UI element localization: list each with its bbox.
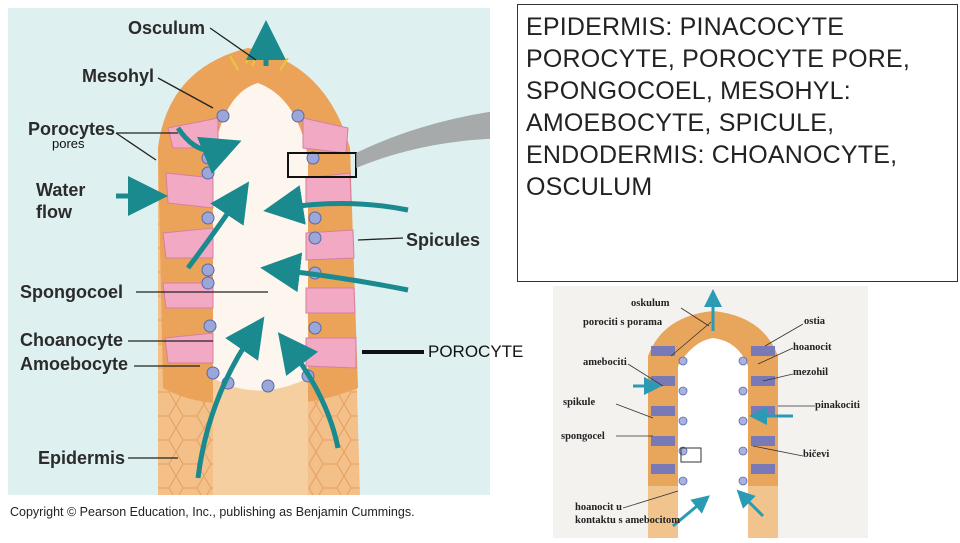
sponge-cross-section-illustration <box>115 20 518 495</box>
porocytes-label: Porocytes <box>28 119 116 139</box>
copyright-notice: Copyright © Pearson Education, Inc., pub… <box>10 505 415 519</box>
sponge-diagram-panel: Osculum Mesohyl Porocytes pores Water fl… <box>8 8 518 495</box>
amoebocyte-label: Amoebocyte <box>20 354 129 374</box>
terms-note-box: EPIDERMIS: PINACOCYTE POROCYTE, POROCYTE… <box>517 4 958 282</box>
amebociti-label: amebociti <box>583 357 627 368</box>
porociti-label: porociti s porama <box>583 317 663 328</box>
note-line: AMOEBOCYTE, SPICULE, <box>526 109 835 137</box>
croatian-sponge-diagram-panel: oskulum porociti s porama amebociti spik… <box>553 286 868 538</box>
mezohil-label: mezohil <box>793 367 828 378</box>
spikule-label: spikule <box>563 397 596 408</box>
hoanocit-u-label-line2: kontaktu s amebocitom <box>575 515 681 526</box>
spongocoel-label: Spongocoel <box>20 282 123 302</box>
hoanocit-u-label-line1: hoanocit u <box>575 502 622 513</box>
mesohyl-label: Mesohyl <box>82 66 155 86</box>
ostia-label: ostia <box>804 316 825 327</box>
note-line: EPIDERMIS: PINACOCYTE <box>526 13 845 41</box>
porocyte-callout-label: POROCYTE <box>428 342 524 361</box>
note-line: ENDODERMIS: CHOANOCYTE, <box>526 141 898 169</box>
epidermis-label: Epidermis <box>38 448 126 468</box>
porocyte-callout-line <box>362 350 424 354</box>
note-line: SPONGOCOEL, MESOHYL: <box>526 77 851 105</box>
bicevi-label: bičevi <box>803 449 830 460</box>
pinakociti-label: pinakociti <box>815 400 860 411</box>
water-flow-label-line1: Water <box>36 180 86 200</box>
croatian-sponge-illustration <box>615 289 815 538</box>
note-line: POROCYTE, POROCYTE PORE, <box>526 45 911 73</box>
spongocel-label: spongocel <box>561 431 605 442</box>
water-flow-label-line2: flow <box>36 202 72 222</box>
hoanocit-label: hoanocit <box>793 342 832 353</box>
note-line: OSCULUM <box>526 173 653 201</box>
oskulum-label: oskulum <box>631 298 670 309</box>
osculum-label: Osculum <box>128 18 206 38</box>
spicules-label: Spicules <box>406 230 481 250</box>
choanocyte-label: Choanocyte <box>20 330 124 350</box>
pores-label: pores <box>52 136 85 151</box>
